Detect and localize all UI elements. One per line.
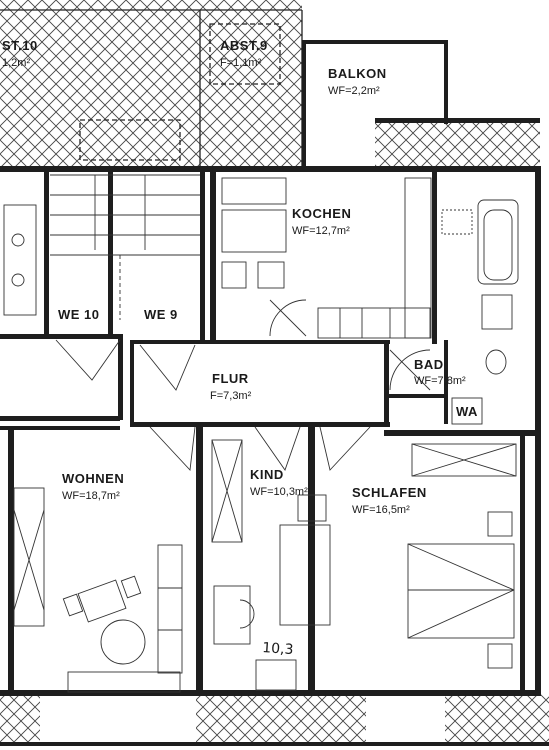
kitchen-fixtures [221, 177, 432, 339]
label-bad-name: BAD [414, 357, 444, 372]
label-we10: WE 10 [58, 307, 100, 322]
label-wa: WA [456, 404, 478, 419]
hatch-bottom-left [0, 694, 40, 744]
label-flur-area: F=7,3m² [210, 390, 252, 402]
label-kochen-name: KOCHEN [292, 206, 351, 221]
label-we9: WE 9 [144, 307, 178, 322]
label-kind-area: WF=10,3m² [250, 486, 308, 498]
label-schlafen-area: WF=16,5m² [352, 504, 410, 516]
label-kind-name: KIND [250, 467, 284, 482]
label-balkon-name: BALKON [328, 66, 387, 81]
handwritten-annotation: 10,3 [262, 640, 294, 658]
label-wohnen-area: WF=18,7m² [62, 490, 120, 502]
living-room-furniture [13, 487, 183, 693]
label-abst9-area: F=1,1m² [220, 57, 262, 69]
staircase [50, 174, 200, 320]
hatch-top-storage [0, 0, 302, 170]
label-abst9-name: ABST.9 [220, 38, 268, 53]
label-schlafen-name: SCHLAFEN [352, 485, 427, 500]
label-bad-area: WF=7,8m² [414, 375, 466, 387]
label-wohnen-name: WOHNEN [62, 471, 124, 486]
outer-walls [0, 40, 549, 746]
neighbor-bath-fixtures [3, 204, 37, 316]
hatch-right-strip [375, 122, 540, 170]
label-abst10-area: 1,2m² [2, 57, 30, 69]
hallway-doors [55, 339, 371, 472]
label-kochen-area: WF=12,7m² [292, 225, 350, 237]
bedroom-furniture [407, 443, 517, 669]
child-room-furniture [211, 439, 331, 691]
bathroom-fixtures [389, 199, 519, 425]
hatch-bottom-right [445, 694, 549, 744]
hatch-bottom-middle [196, 694, 366, 744]
label-balkon-area: WF=2,2m² [328, 85, 380, 97]
label-abst10-name: ST.10 [2, 38, 38, 53]
interior-walls [0, 172, 536, 692]
label-flur-name: FLUR [212, 371, 249, 386]
